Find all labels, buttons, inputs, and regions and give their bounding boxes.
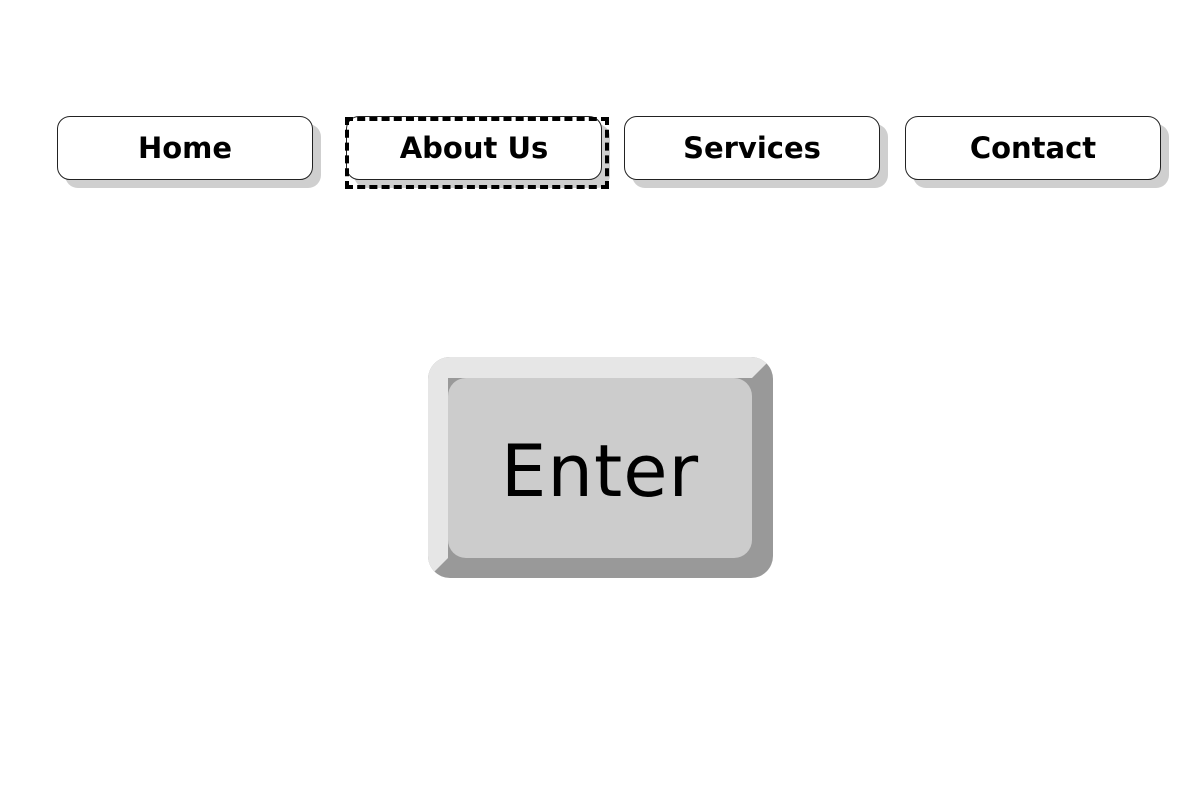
nav-button-about-us[interactable]: About Us [346,116,602,180]
enter-key-button[interactable]: Enter [428,357,773,578]
nav-button-home[interactable]: Home [57,116,313,180]
enter-key-label: Enter [500,429,700,513]
nav-button-contact[interactable]: Contact [905,116,1161,180]
nav-bar: Home About Us Services Contact [0,0,1200,220]
enter-key-face: Enter [448,378,752,558]
nav-button-services[interactable]: Services [624,116,880,180]
